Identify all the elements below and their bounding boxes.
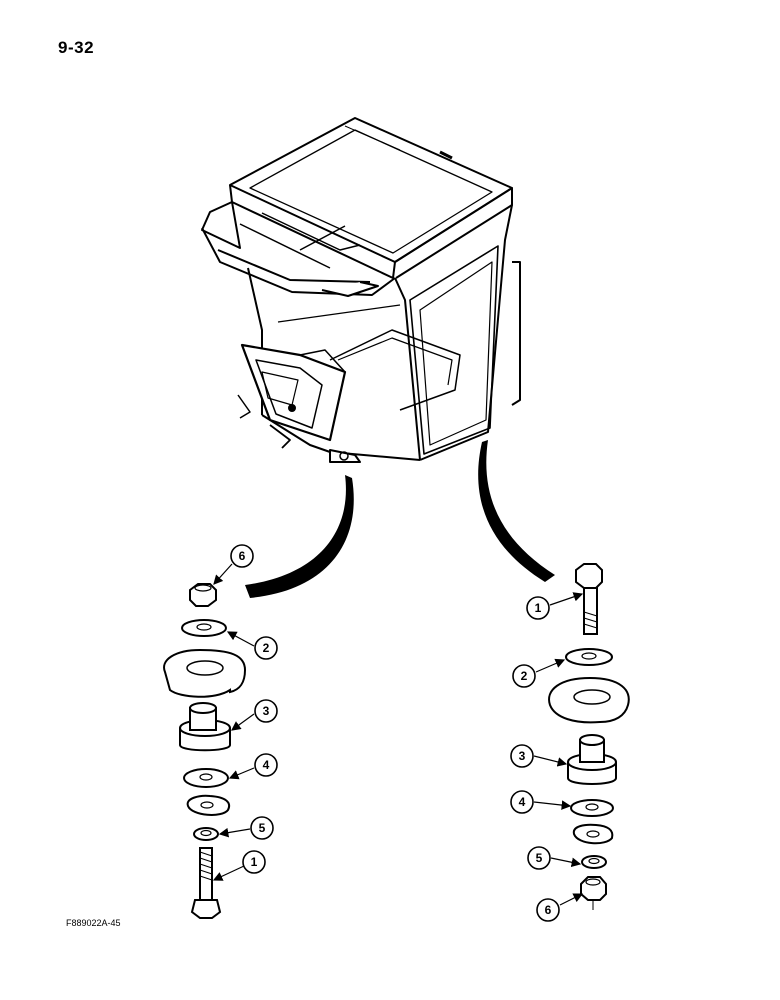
svg-text:3: 3 — [263, 704, 270, 718]
svg-text:4: 4 — [263, 758, 270, 772]
callout-right-1: 1 — [526, 596, 550, 620]
left-bolt — [190, 847, 222, 919]
right-flat-washer — [565, 648, 613, 666]
left-rubber-pad — [163, 648, 247, 698]
svg-text:6: 6 — [239, 549, 246, 563]
right-lower-washer — [570, 799, 614, 817]
callout-right-4: 4 — [510, 790, 534, 814]
callout-left-3: 3 — [254, 699, 278, 723]
callout-left-2: 2 — [254, 636, 278, 660]
svg-text:6: 6 — [545, 903, 552, 917]
svg-text:1: 1 — [251, 855, 258, 869]
callout-leaders — [212, 563, 584, 906]
callout-left-6: 6 — [230, 544, 254, 568]
svg-text:2: 2 — [263, 641, 270, 655]
left-small-pad — [186, 794, 230, 816]
right-mount-arrow — [478, 440, 555, 582]
left-mount-stack — [163, 583, 247, 919]
callout-right-5: 5 — [527, 846, 551, 870]
callout-right-3: 3 — [510, 744, 534, 768]
left-flat-washer — [181, 619, 227, 637]
right-isolator — [567, 734, 617, 785]
svg-text:3: 3 — [519, 749, 526, 763]
right-lock-washer — [581, 855, 607, 869]
callout-left-5: 5 — [250, 816, 274, 840]
left-nut — [189, 583, 217, 607]
cab-body — [237, 204, 521, 463]
figure-code: F889022A-45 — [66, 918, 121, 928]
svg-text:5: 5 — [259, 821, 266, 835]
right-rubber-pad — [548, 676, 630, 724]
callout-right-2: 2 — [512, 664, 536, 688]
svg-text:2: 2 — [521, 669, 528, 683]
svg-text:4: 4 — [519, 795, 526, 809]
cab-control-console — [240, 343, 347, 449]
page-number: 9-32 — [58, 38, 95, 57]
left-lower-washer — [183, 768, 229, 788]
svg-text:1: 1 — [535, 601, 542, 615]
cab-roof — [229, 117, 513, 279]
callout-right-6: 6 — [536, 898, 560, 922]
right-mount-stack — [548, 563, 630, 910]
right-small-pad — [572, 823, 614, 845]
right-bolt — [575, 563, 603, 635]
left-lock-washer — [193, 827, 219, 841]
cab-front-frame — [201, 201, 396, 297]
left-mount-arrow — [245, 475, 354, 598]
cab-illustration — [201, 117, 521, 463]
callout-left-1: 1 — [242, 850, 266, 874]
right-nut — [580, 876, 607, 910]
callout-left-4: 4 — [254, 753, 278, 777]
left-isolator — [179, 702, 231, 752]
svg-text:5: 5 — [536, 851, 543, 865]
